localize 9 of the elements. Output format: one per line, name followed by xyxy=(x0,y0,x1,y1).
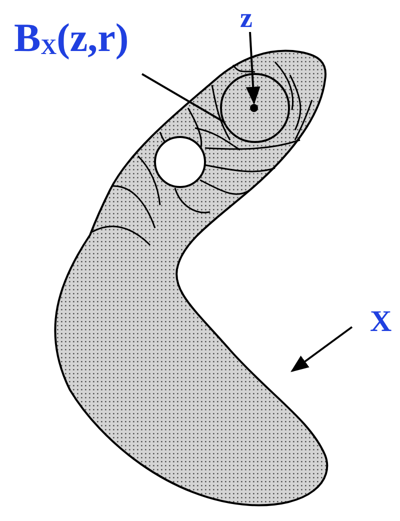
hole-circle xyxy=(154,136,206,188)
set-label: X xyxy=(370,307,392,337)
leader-line xyxy=(142,73,224,123)
point-dot xyxy=(250,104,258,112)
set-label: B$_{X}$(z,r) xyxy=(14,18,129,58)
point-label: z xyxy=(240,5,252,33)
arrow xyxy=(246,32,260,105)
arrow xyxy=(290,326,353,372)
ball-circle xyxy=(220,73,290,143)
